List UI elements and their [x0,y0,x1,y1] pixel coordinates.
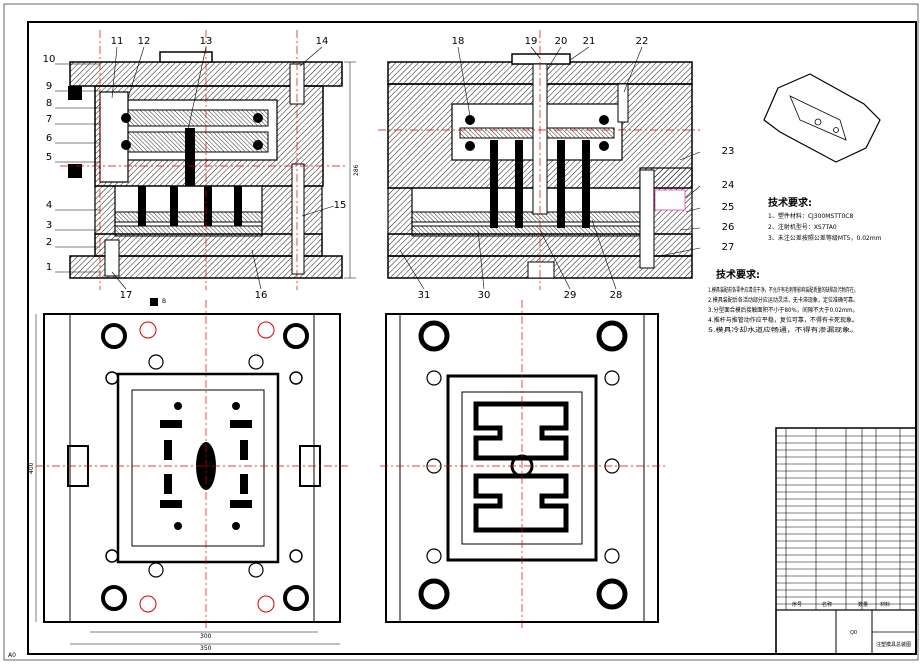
left-section-view: 286 [60,30,360,290]
callout-number: 19 [525,36,538,47]
section-mark-b: B [162,298,166,305]
callout-number: 3 [46,220,52,231]
callout-leader [251,249,262,290]
callout-number: 8 [46,98,52,109]
callout-leader [659,247,701,257]
callout-number: 18 [452,36,465,47]
title-block-label-left: Q0 [850,630,857,636]
tech-requirements-2-note: 5.模具冷却水道应畅通，不得有渗漏现象。 [708,326,858,334]
callout-number: 10 [43,54,56,65]
callout-leader [457,46,471,117]
mold-height-dimension: 286 [353,164,360,176]
bom-header-name: 名称 [822,601,832,608]
callout-number: 12 [138,36,151,47]
outer-border [3,3,919,661]
callout-leader [127,46,145,99]
callout-leader [187,46,207,131]
title-block: 序号 名称 数量 材料 Q0 注塑模具总装图 [775,427,917,655]
tech-requirements-2-note: 1.模具装配前各零件应清洗干净，不允许有毛刺等影响装配质量的缺陷及污物存在。 [708,286,858,294]
callout-number: 20 [555,36,568,47]
callout-leader [569,46,590,61]
callout-leader [111,46,118,99]
tech-requirements-1-line: 1、塑件材料：CJ300MSTT0C8 [768,212,853,220]
callout-number: 28 [610,290,623,301]
callout-leader [679,151,701,161]
tech-requirements-1-line: 3、未注公差按照公差等级MT5，0.02mm [768,234,882,242]
callout-number: 13 [200,36,213,47]
callout-number: 29 [564,290,577,301]
tech-requirements-2: 技术要求: 1.模具装配前各零件应清洗干净，不允许有毛刺等影响装配质量的缺陷及污… [708,268,858,334]
callout-number: 9 [46,81,52,92]
callout-number: 24 [722,180,735,191]
callout-leader [546,46,562,71]
tech-requirements-2-note: 3.分型面合模后接触面积不小于80%，间隙不大于0.02mm。 [708,306,858,314]
corner-mark: A0 [8,652,16,659]
callout-number: 17 [120,290,133,301]
callout-number: 22 [636,36,649,47]
callout-number: 25 [722,202,735,213]
callout-number: 30 [478,290,491,301]
middle-section-view [378,30,700,290]
plate-width-outer: 350 [200,645,212,652]
callout-leader [530,46,541,59]
callout-leader [477,229,485,290]
part-isometric-sketch [763,73,881,163]
callout-number: 4 [46,200,52,211]
tech-requirements-2-title: 技术要求: [716,268,760,281]
callout-number: 7 [46,114,52,125]
callout-leader [685,185,701,199]
callout-leader [679,227,701,231]
callout-leader [399,249,425,290]
bom-header-qty: 数量 [858,601,868,608]
callout-number: 16 [255,290,268,301]
callout-number: 26 [722,222,735,233]
callout-number: 21 [583,36,596,47]
callout-number: 1 [46,262,52,273]
callout-number: 31 [418,290,431,301]
bom-header-index: 序号 [792,601,802,608]
callout-leader [539,229,571,290]
callout-number: 23 [722,146,735,157]
callout-number: 27 [722,242,735,253]
left-plan-view: 400 300 350 B [28,298,348,652]
tech-requirements-1-line: 2、注射机型号：XS7TA0 [768,223,837,231]
tech-requirements-2-note: 2.模具装配后各活动部分应运动灵活，无卡滞现象，定位准确可靠。 [708,296,858,304]
plate-height-dimension: 400 [28,462,35,474]
title-block-label-right: 注塑模具总装图 [876,641,911,648]
tech-requirements-2-note: 4.推杆与推管动作应平稳，复位可靠，不得有卡死现象。 [708,316,858,324]
plate-width-inner: 300 [200,633,212,640]
callout-leader [591,219,617,290]
tech-requirements-1: 技术要求: 1、塑件材料：CJ300MSTT0C8 2、注射机型号：XS7TA0… [768,196,882,242]
callout-leader [111,271,127,290]
inner-border [27,21,917,655]
callout-number: 14 [316,36,329,47]
callout-number: 11 [111,36,124,47]
callout-leader [301,205,335,217]
callout-number: 15 [334,200,347,211]
callout-number: 2 [46,237,52,248]
bom-header-material: 材料 [880,601,890,608]
callout-leader [299,46,323,67]
tech-requirements-1-title: 技术要求: [768,196,812,209]
middle-plan-view [380,300,666,630]
callout-leader [623,46,643,93]
callout-number: 5 [46,152,52,163]
callout-leader [685,207,701,213]
callout-number: 6 [46,133,52,144]
